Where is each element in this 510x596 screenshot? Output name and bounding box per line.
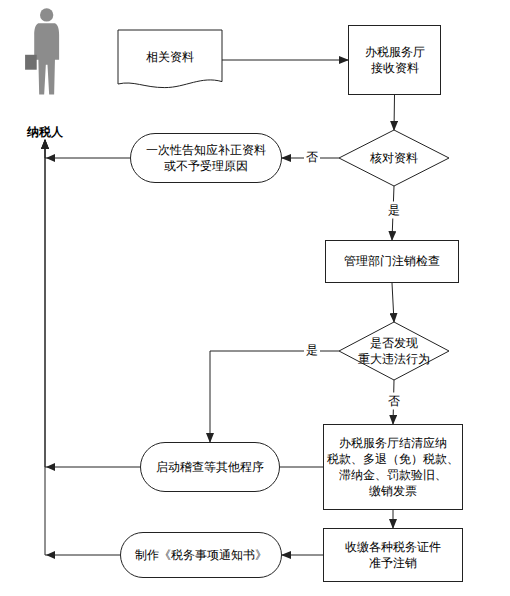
flow-arrow <box>393 510 394 528</box>
decision-diamond: 核对资料 <box>339 130 449 186</box>
edge-label: 是 <box>304 342 320 359</box>
node-text: 核对资料 <box>370 150 418 166</box>
process-box: 办税服务厅结清应纳 税款、多退（免）税款、 滞纳金、罚款验旧、 缴销发票 <box>323 424 463 510</box>
node-text: 启动稽查等其他程序 <box>156 459 264 475</box>
terminal-rounded: 一次性告知应补正资料 或不予受理原因 <box>130 133 282 183</box>
junction-arrowhead <box>46 154 55 162</box>
flow-arrow <box>282 555 323 556</box>
edge-label: 否 <box>386 393 402 410</box>
flow-arrow <box>210 351 339 442</box>
node-text: 办税服务厅 接收资料 <box>352 44 438 76</box>
junction-arrowhead <box>46 551 55 559</box>
junction-arrowhead <box>46 463 55 471</box>
flow-arrow <box>45 140 120 555</box>
node-text: 是否发现 重大违法行为 <box>354 335 434 367</box>
process-box: 管理部门注销检查 <box>325 240 459 283</box>
node-text: 办税服务厅结清应纳 税款、多退（免）税款、 滞纳金、罚款验旧、 缴销发票 <box>326 435 460 500</box>
document-shape: 相关资料 <box>118 30 222 90</box>
node-text: 相关资料 <box>146 49 194 65</box>
person-outline <box>15 5 75 117</box>
terminal-rounded: 启动稽查等其他程序 <box>140 442 280 492</box>
flow-arrow <box>45 140 140 467</box>
terminal-rounded: 制作《税务事项通知书》 <box>120 532 282 578</box>
diamond-outline <box>339 322 449 380</box>
flow-arrow <box>392 283 394 322</box>
edge-label: 是 <box>386 202 402 219</box>
node-text: 收缴各种税务证件 准予注销 <box>326 539 460 571</box>
node-text: 一次性告知应补正资料 或不予受理原因 <box>136 142 276 174</box>
actor-figure: 纳税人 <box>15 5 75 140</box>
edge-label: 否 <box>304 149 320 166</box>
node-text: 制作《税务事项通知书》 <box>135 547 267 563</box>
process-box: 收缴各种税务证件 准予注销 <box>323 528 463 582</box>
flow-arrow <box>222 60 348 61</box>
flow-arrow <box>280 467 323 468</box>
process-box: 办税服务厅 接收资料 <box>348 25 441 95</box>
node-text: 管理部门注销检查 <box>344 253 440 269</box>
flow-arrow <box>45 140 130 158</box>
actor-label: 纳税人 <box>27 124 63 140</box>
decision-diamond: 是否发现 重大违法行为 <box>339 322 449 380</box>
flow-arrow <box>394 95 396 130</box>
